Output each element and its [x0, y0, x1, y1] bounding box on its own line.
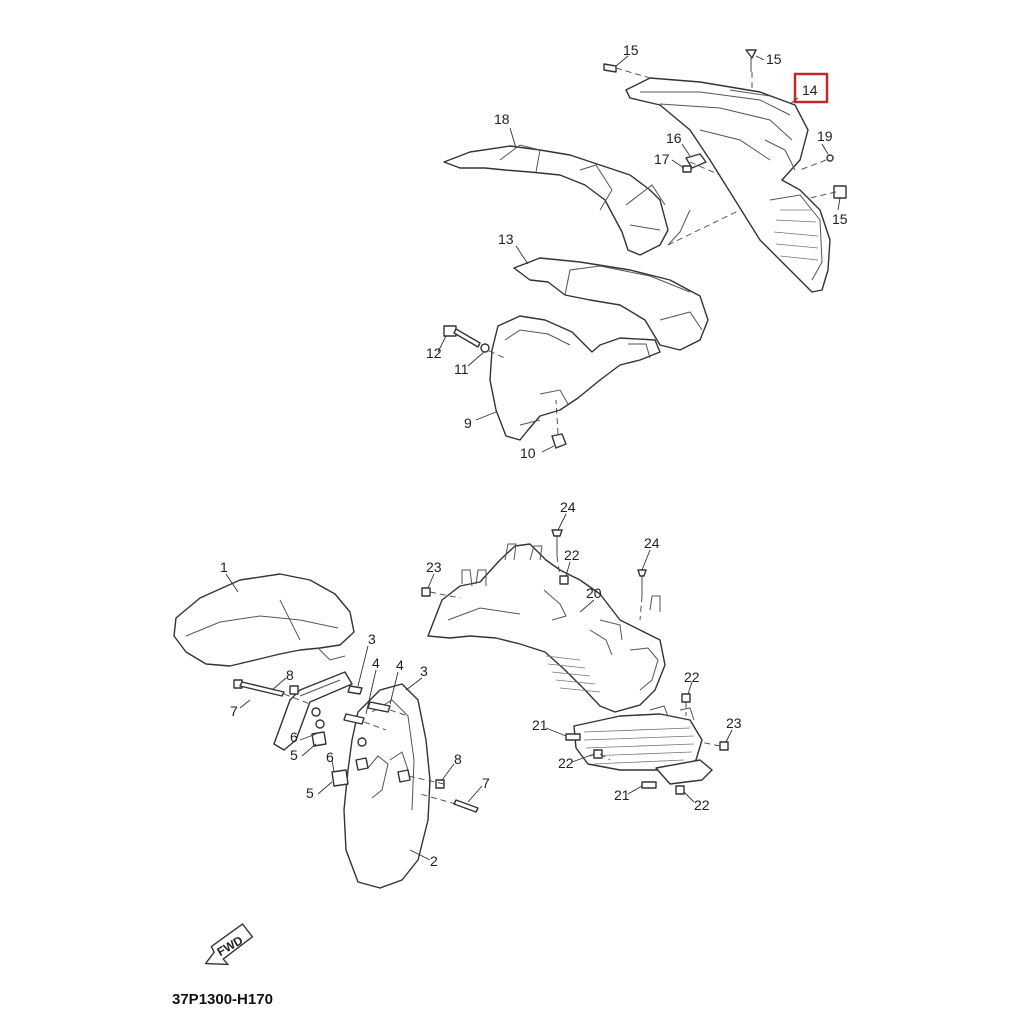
diagram-code: 37P1300-H170 [172, 991, 273, 1008]
callout-14: 14 [802, 82, 818, 98]
callout-4: 4 [372, 655, 380, 671]
callout-6: 6 [290, 729, 298, 745]
callout-22: 22 [564, 547, 580, 563]
callout-6: 6 [326, 749, 334, 765]
front-fender-part-2 [343, 683, 431, 889]
callout-19: 19 [817, 128, 833, 144]
callout-22: 22 [694, 797, 710, 813]
callout-11: 11 [454, 361, 469, 377]
callout-22: 22 [558, 755, 574, 771]
callout-5: 5 [290, 747, 298, 763]
callout-23: 23 [726, 715, 742, 731]
callout-8: 8 [454, 751, 462, 767]
rear-lower-cover-part-20 [427, 543, 666, 713]
callout-3: 3 [368, 631, 376, 647]
callout-20: 20 [586, 585, 602, 601]
callout-15: 15 [766, 51, 782, 67]
rear-fender-part-9 [489, 315, 661, 441]
callout-numbers: 15 15 14 19 15 18 16 17 13 12 11 9 10 24… [220, 42, 848, 869]
callout-15: 15 [623, 42, 639, 58]
fender-bracket-left [273, 671, 353, 751]
callout-10: 10 [520, 445, 536, 461]
callout-17: 17 [654, 151, 670, 167]
callout-3: 3 [420, 663, 428, 679]
highlight-box [793, 72, 829, 104]
callout-21: 21 [614, 787, 630, 803]
callout-23: 23 [426, 559, 442, 575]
under-cover-part-13 [513, 257, 709, 351]
callout-12: 12 [426, 345, 442, 361]
callout-4: 4 [396, 657, 404, 673]
callout-1: 1 [220, 559, 228, 575]
callout-7: 7 [230, 703, 238, 719]
callout-24: 24 [560, 499, 576, 515]
bracket-part-18 [443, 144, 691, 256]
bolt-part-12 [443, 325, 490, 353]
step-panel [573, 705, 713, 785]
callout-2: 2 [430, 853, 438, 869]
callout-15: 15 [832, 211, 848, 227]
callout-7: 7 [482, 775, 490, 791]
callout-21: 21 [532, 717, 548, 733]
rear-cowl-part-14 [625, 77, 831, 293]
bolts-lower-left [233, 679, 479, 813]
front-fender-part-1 [173, 573, 355, 667]
callout-18: 18 [494, 111, 510, 127]
nut-part-10 [551, 433, 567, 449]
callout-8: 8 [286, 667, 294, 683]
callout-22: 22 [684, 669, 700, 685]
callout-9: 9 [464, 415, 472, 431]
callout-13: 13 [498, 231, 514, 247]
small-fasteners-top [603, 49, 847, 199]
callout-16: 16 [666, 130, 682, 146]
callout-24: 24 [644, 535, 660, 551]
callout-5: 5 [306, 785, 314, 801]
fwd-arrow-icon: FWD [204, 923, 254, 966]
